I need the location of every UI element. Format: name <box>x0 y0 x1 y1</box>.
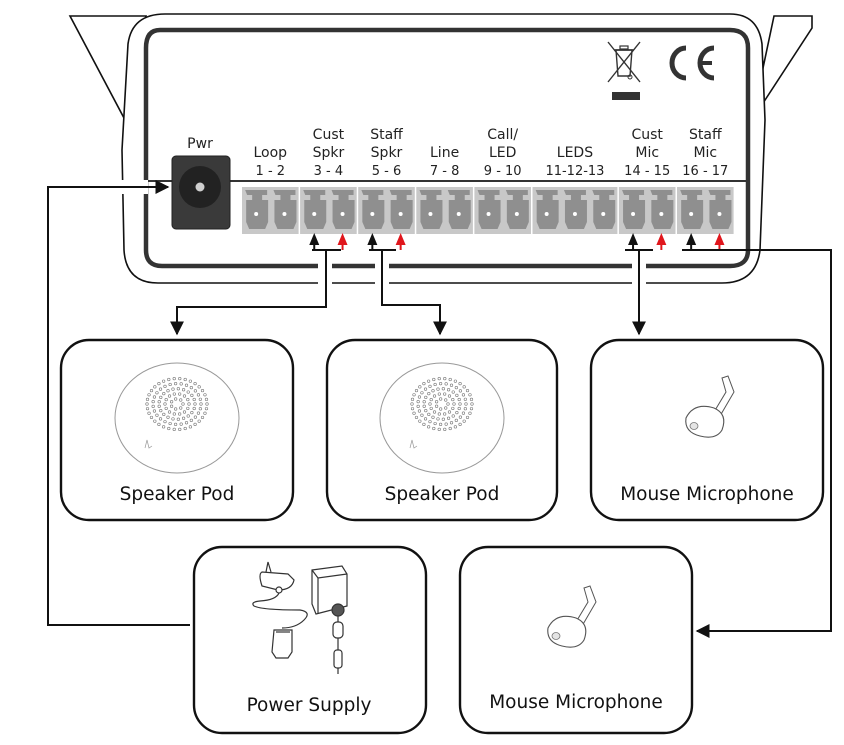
terminal-screw <box>486 212 491 216</box>
positive-arrow <box>337 233 348 245</box>
terminal-label-call-led: 9 - 10 <box>484 164 522 179</box>
negative-arrow <box>686 233 697 245</box>
component-label: Mouse Microphone <box>620 484 794 505</box>
terminal-screw <box>340 212 345 216</box>
terminal-pin <box>622 190 646 229</box>
terminal-pin <box>477 190 501 229</box>
terminal-block-leds[interactable] <box>532 187 618 234</box>
terminal-screw <box>544 212 549 216</box>
terminal-screw <box>717 212 722 216</box>
terminal-label-staff-mic: 16 - 17 <box>682 164 728 179</box>
mouse-microphone-icon <box>685 375 735 438</box>
terminal-screw <box>572 212 577 216</box>
terminal-screw <box>601 212 606 216</box>
component-label: Power Supply <box>247 695 372 716</box>
polarity-arrows <box>309 233 725 250</box>
speaker-pod-icon <box>379 362 505 474</box>
terminal-screw <box>631 212 636 216</box>
terminal-screw <box>282 212 287 216</box>
terminal-block-call-led[interactable] <box>474 187 531 234</box>
terminal-label-call-led: LED <box>489 145 516 161</box>
terminal-screw <box>428 212 433 216</box>
negative-arrow <box>367 233 378 245</box>
component-mouse-mic-1[interactable]: Mouse Microphone <box>589 338 825 522</box>
terminal-pin <box>535 190 559 229</box>
ce-mark-icon <box>669 45 715 81</box>
terminal-label-leds: 11-12-13 <box>545 164 604 179</box>
terminal-block-cust-spkr[interactable] <box>300 187 357 234</box>
component-speaker-pod-2[interactable]: Speaker Pod <box>325 338 559 522</box>
component-label: Speaker Pod <box>385 484 500 505</box>
terminal-label-line: 7 - 8 <box>430 164 460 179</box>
terminal-pin <box>680 190 704 229</box>
terminal-label-call-led: Call/ <box>487 127 518 143</box>
weee-bin-icon <box>607 41 641 100</box>
component-label: Mouse Microphone <box>489 692 663 713</box>
power-label: Pwr <box>187 136 213 152</box>
terminal-pin <box>273 190 297 229</box>
terminal-pin <box>331 190 355 229</box>
terminal-screw <box>370 212 375 216</box>
terminal-screw <box>659 212 664 216</box>
terminal-pin <box>447 190 471 229</box>
terminal-screw <box>514 212 519 216</box>
terminal-pin <box>389 190 413 229</box>
component-power-supply[interactable]: Power Supply <box>192 545 428 735</box>
terminal-label-loop: Loop <box>254 145 288 161</box>
redrawn-wires <box>110 186 640 290</box>
negative-arrow <box>628 233 639 245</box>
terminal-strip <box>242 187 734 234</box>
terminal-pin <box>361 190 385 229</box>
terminal-label-staff-mic: Staff <box>689 127 722 143</box>
mouse-microphone-icon <box>547 585 597 648</box>
terminal-screw <box>398 212 403 216</box>
terminal-block-staff-spkr[interactable] <box>358 187 415 234</box>
speaker-pod-icon <box>114 362 240 474</box>
terminal-block-staff-mic[interactable] <box>677 187 734 234</box>
terminal-pin <box>245 190 269 229</box>
terminal-block-cust-mic[interactable] <box>618 187 676 234</box>
terminal-label-leds: LEDS <box>557 145 593 161</box>
terminal-label-staff-spkr: Spkr <box>371 145 403 161</box>
wire-power <box>47 180 190 626</box>
terminal-label-loop: 1 - 2 <box>256 164 286 179</box>
terminal-label-cust-mic: Cust <box>631 127 663 143</box>
terminal-label-staff-spkr: Staff <box>370 127 403 143</box>
terminal-pin <box>563 190 587 229</box>
terminal-pin <box>505 190 529 229</box>
component-speaker-pod-1[interactable]: Speaker Pod <box>59 338 295 522</box>
terminal-label-cust-spkr: Spkr <box>313 145 345 161</box>
positive-arrow <box>656 233 667 245</box>
terminal-pin <box>650 190 674 229</box>
power-supply-icon <box>252 561 348 674</box>
terminal-pin <box>419 190 443 229</box>
negative-arrow <box>309 233 320 245</box>
positive-arrow <box>714 233 725 245</box>
positive-arrow <box>395 233 406 245</box>
terminal-screw <box>312 212 317 216</box>
terminal-label-cust-spkr: 3 - 4 <box>314 164 344 179</box>
terminal-pin <box>303 190 327 229</box>
component-mouse-mic-2[interactable]: Mouse Microphone <box>458 545 694 735</box>
terminal-label-cust-mic: Mic <box>635 145 659 161</box>
terminal-block-line[interactable] <box>416 187 473 234</box>
terminal-label-cust-spkr: Cust <box>313 127 345 143</box>
terminal-label-line: Line <box>430 145 459 161</box>
terminal-pin <box>592 190 616 229</box>
terminal-block-loop[interactable] <box>242 187 299 234</box>
terminal-label-cust-mic: 14 - 15 <box>624 164 670 179</box>
terminal-screw <box>456 212 461 216</box>
wire-staff-mic <box>682 249 832 638</box>
terminal-screw <box>254 212 259 216</box>
power-jack[interactable] <box>171 155 231 230</box>
component-label: Speaker Pod <box>120 484 235 505</box>
terminal-label-staff-mic: Mic <box>693 145 717 161</box>
terminal-label-staff-spkr: 5 - 6 <box>372 164 402 179</box>
terminal-pin <box>708 190 732 229</box>
terminal-screw <box>689 212 694 216</box>
